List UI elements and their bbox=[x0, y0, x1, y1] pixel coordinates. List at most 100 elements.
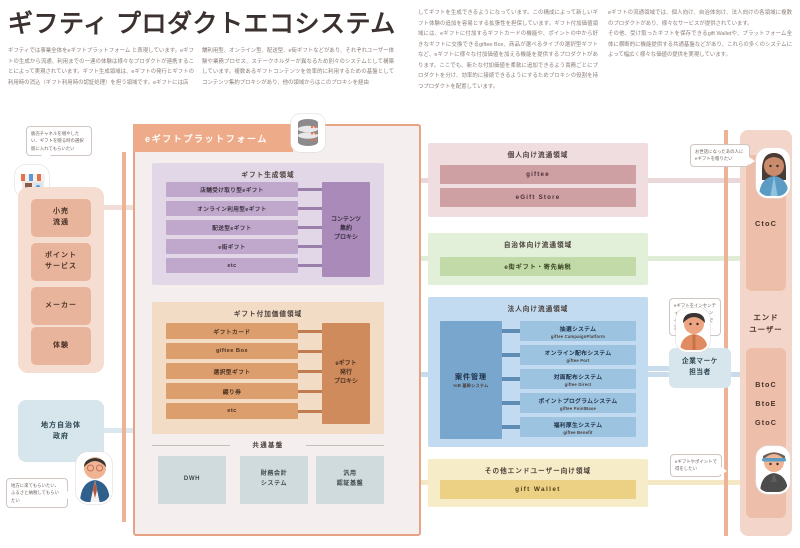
value-add-area-title: ギフト付加価値領域 bbox=[233, 311, 303, 318]
youth-avatar bbox=[756, 446, 790, 494]
corporate-area-title: 法人向け流通領域 bbox=[507, 306, 569, 313]
corporate-distribution-area: 法人向け流通領域 案件管理 toB 基幹システム 抽選システム giftee C… bbox=[428, 297, 648, 447]
base-auth-line-2: 認証基盤 bbox=[336, 481, 364, 487]
base-finance-line-1: 財務会計 bbox=[260, 471, 288, 478]
issue-proxy-line-3: プロキシ bbox=[333, 379, 358, 386]
base-item-dwh[interactable]: DWH bbox=[158, 456, 226, 504]
personal-item-giftee[interactable]: giftee bbox=[440, 165, 636, 184]
end-user-line-2: ユーザー bbox=[749, 324, 783, 334]
case-management-sub: toB 基幹システム bbox=[453, 382, 489, 388]
generation-item-online[interactable]: オンライン利用型eギフト bbox=[166, 201, 298, 216]
corporate-item-online-name: オンライン配布システム bbox=[544, 350, 612, 357]
value-add-area: ギフト付加価値領域 ギフトカード giftee Box 選択型ギフト 綴り券 e… bbox=[152, 302, 384, 434]
other-area-title: その他エンドユーザー向け領域 bbox=[484, 468, 592, 475]
left-actors-group: 小売 流通 ポイント サービス メーカー 体験 bbox=[18, 187, 104, 373]
personal-item-egiftstore[interactable]: eGift Store bbox=[440, 188, 636, 207]
connector-platform-trunk bbox=[122, 152, 126, 522]
corporate-item-benefit[interactable]: 福利厚生システム giftee Benefit bbox=[520, 417, 636, 437]
corporate-item-benefit-sub: giftee Benefit bbox=[563, 429, 593, 435]
intro-paragraph-1: ギフティでは事業全体をeギフトプラットフォーム と表現しています。eギフトの生成… bbox=[8, 48, 194, 86]
corporate-item-lottery-name: 抽選システム bbox=[559, 326, 597, 333]
generation-item-delivery[interactable]: 配送型eギフト bbox=[166, 220, 298, 235]
value-item-choice[interactable]: 選択型ギフト bbox=[166, 363, 298, 379]
other-enduser-area: その他エンドユーザー向け領域 gift Wallet bbox=[428, 459, 648, 507]
base-item-finance[interactable]: 財務会計 システム bbox=[240, 456, 308, 504]
government-item-emachi[interactable]: e街ギフト・寄先納税 bbox=[440, 257, 636, 276]
personal-area-title: 個人向け流通領域 bbox=[507, 152, 569, 159]
left-point-line-1: ポイント bbox=[45, 252, 77, 260]
content-proxy-line-1: コンテンツ bbox=[330, 216, 361, 223]
connector-platform-right-border bbox=[724, 130, 728, 536]
value-item-ticket[interactable]: 綴り券 bbox=[166, 383, 298, 399]
man-avatar bbox=[676, 308, 710, 352]
end-user-label: エンド ユーザー bbox=[740, 312, 792, 336]
generation-area: ギフト生成領域 店舗受け取り型eギフト オンライン利用型eギフト 配送型eギフト… bbox=[152, 163, 384, 285]
generation-item-store[interactable]: 店舗受け取り型eギフト bbox=[166, 182, 298, 197]
left-actor-point-service[interactable]: ポイント サービス bbox=[31, 243, 91, 281]
content-proxy-line-3: プロキシ bbox=[333, 235, 358, 242]
intro-paragraph-3: してギフトを生成できるようになっています。この構成によって新しいギフト体験の追加… bbox=[418, 10, 598, 90]
base-item-auth[interactable]: 汎用 認証基盤 bbox=[316, 456, 384, 504]
value-item-gifteebox[interactable]: giftee Box bbox=[166, 343, 298, 359]
corporate-item-lottery[interactable]: 抽選システム giftee CampaignPlatform bbox=[520, 321, 636, 341]
left-point-line-2: サービス bbox=[45, 263, 77, 270]
connector-other-enduser bbox=[648, 480, 748, 485]
content-aggregation-proxy[interactable]: コンテンツ 集約 プロキシ bbox=[322, 182, 370, 277]
left-actor-retail[interactable]: 小売 流通 bbox=[31, 199, 91, 237]
page-title: ギフティ プロダクトエコシステム bbox=[8, 10, 396, 38]
issue-proxy-line-2: 発行 bbox=[339, 369, 352, 376]
left-experience-line-1: 体験 bbox=[53, 341, 69, 349]
corporate-item-point-name: ポイントプログラムシステム bbox=[538, 398, 618, 405]
intro-paragraph-4: eギフトの流通領域では、個人向け、自治体向け、法人向けの各領域に複数のプロダクト… bbox=[608, 10, 792, 59]
intro-paragraph-2: 舗利用型、オンライン型、配送型、e街ギフトなどがあり、それぞれユーザー体験や業務… bbox=[202, 48, 394, 86]
right-actor-marketer[interactable]: 企業マーケ 担当者 bbox=[669, 348, 731, 388]
marketer-line-2: 担当者 bbox=[689, 369, 711, 376]
corporate-item-direct-sub: giftee Direct bbox=[564, 381, 592, 387]
common-base-header: 共通基盤 bbox=[152, 440, 384, 450]
value-item-etc[interactable]: etc bbox=[166, 403, 298, 419]
government-distribution-area: 自治体向け流通領域 e街ギフト・寄先納税 bbox=[428, 233, 648, 285]
corporate-item-online-sub: giftee Port bbox=[566, 357, 590, 363]
left-retail-line-1: 小売 bbox=[53, 208, 69, 216]
right-actor-gtoc: GtoC bbox=[755, 418, 777, 427]
database-icon bbox=[291, 114, 325, 152]
bubble-enduser: eギフトやポイントで得をしたい bbox=[670, 454, 727, 477]
base-dwh-line-1: DWH bbox=[183, 476, 201, 483]
left-actor-maker[interactable]: メーカー bbox=[31, 287, 91, 325]
corporate-item-lottery-sub: giftee CampaignPlatform bbox=[550, 333, 606, 339]
base-finance-line-2: システム bbox=[260, 481, 288, 487]
common-base-title: 共通基盤 bbox=[252, 442, 284, 449]
right-actor-btoc: BtoC bbox=[755, 380, 777, 389]
corporate-item-direct-distribution[interactable]: 対面配布システム giftee Direct bbox=[520, 369, 636, 389]
base-auth-line-1: 汎用 bbox=[343, 471, 357, 478]
content-proxy-line-2: 集約 bbox=[339, 225, 352, 232]
left-retail-line-2: 流通 bbox=[53, 219, 69, 226]
generation-item-emachi[interactable]: e街ギフト bbox=[166, 239, 298, 254]
egift-issue-proxy[interactable]: eギフト 発行 プロキシ bbox=[322, 323, 370, 424]
generation-item-etc[interactable]: etc bbox=[166, 258, 298, 273]
bubble-retail: 販売チャネルを増やしたい、ギフトを贈る時の選択肢に入れてもらいたい bbox=[26, 126, 92, 162]
left-maker-line-1: メーカー bbox=[45, 301, 77, 309]
other-item-giftwallet[interactable]: gift Wallet bbox=[440, 480, 636, 499]
personal-distribution-area: 個人向け流通領域 giftee eGift Store bbox=[428, 143, 648, 217]
corporate-case-management[interactable]: 案件管理 toB 基幹システム bbox=[440, 321, 502, 439]
marketer-line-1: 企業マーケ bbox=[682, 358, 718, 366]
corporate-item-direct-name: 対面配布システム bbox=[553, 374, 603, 381]
generation-area-title: ギフト生成領域 bbox=[241, 172, 295, 179]
left-actor-local-government[interactable]: 地方自治体 政府 bbox=[18, 400, 104, 462]
right-actor-btoe: BtoE bbox=[755, 399, 777, 408]
corporate-item-point-program[interactable]: ポイントプログラムシステム giftee PointBase bbox=[520, 393, 636, 413]
corporate-item-online-distribution[interactable]: オンライン配布システム giftee Port bbox=[520, 345, 636, 365]
bubble-local-government: 地方に来てもらいたい、ふるさと納税してもらいたい bbox=[6, 478, 73, 509]
corporate-item-benefit-name: 福利厚生システム bbox=[553, 422, 603, 429]
value-item-giftcard[interactable]: ギフトカード bbox=[166, 323, 298, 339]
corporate-item-point-sub: giftee PointBase bbox=[559, 405, 596, 411]
government-area-title: 自治体向け流通領域 bbox=[503, 242, 573, 249]
woman-avatar bbox=[756, 148, 790, 198]
left-gov-line-2: 政府 bbox=[53, 433, 69, 440]
case-management-name: 案件管理 bbox=[455, 373, 487, 381]
left-gov-line-1: 地方自治体 bbox=[41, 421, 81, 429]
left-actor-experience[interactable]: 体験 bbox=[31, 327, 91, 365]
connector-personal-ctoc bbox=[648, 178, 748, 183]
